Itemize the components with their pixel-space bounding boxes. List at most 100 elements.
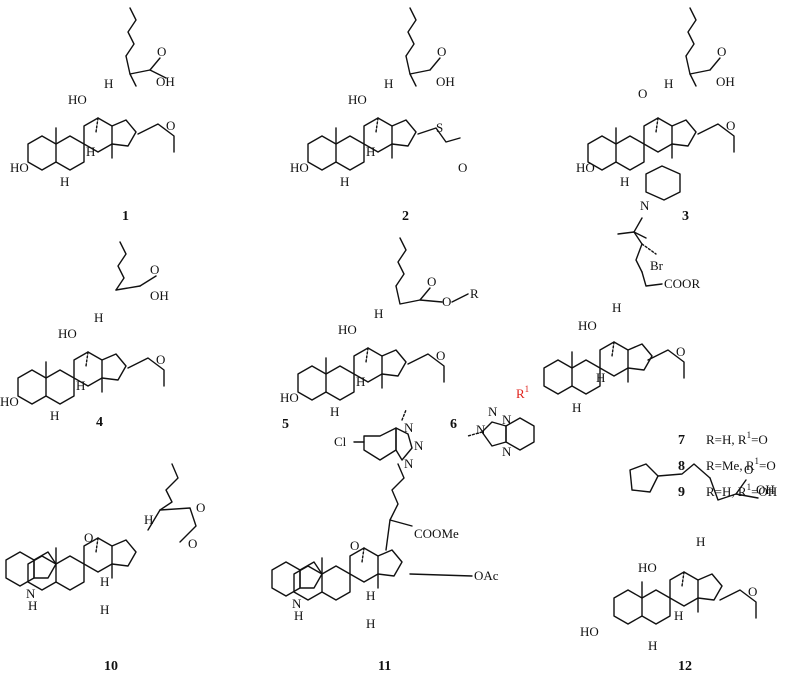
compound-11-number: 11 [378, 659, 391, 674]
compound-12-oh-label: OH [756, 482, 775, 497]
compound-1-side-chain [125, 7, 137, 57]
compound-6-number: 6 [450, 417, 457, 432]
compound-10-h5-label: H [100, 602, 109, 617]
compound-3-oac-o-label: O [726, 118, 735, 133]
compound-7-9-h5-label: H [572, 400, 581, 415]
compound-1-ho3-label: HO [10, 160, 29, 175]
compound-4-h5-label: H [50, 408, 59, 423]
compound-10: N H O H H H O O 10 [5, 463, 205, 674]
compound-5-oac-o-label: O [436, 348, 445, 363]
compound-11-h5-label: H [366, 616, 375, 631]
compound-3-oh-label: OH [716, 74, 735, 89]
compound-5-number: 5 [282, 417, 289, 432]
compound-7-9-h17-label: H [612, 300, 621, 315]
compound-12-o-label: O [744, 462, 753, 477]
compound-4-ho-label: HO [58, 326, 77, 341]
compound-2-s-label: S [436, 120, 443, 135]
compound-1-h5-label: H [60, 174, 69, 189]
compound-12-ho-label: HO [638, 560, 657, 575]
compound-5-h5-label: H [330, 404, 339, 419]
aza-n2-label: N [488, 404, 498, 419]
compound-2: OH O HO HO H H H S O 2 [290, 7, 467, 224]
compound-12-h5-label: H [648, 638, 657, 653]
compound-3-epoxide-o-label: O [638, 86, 647, 101]
compound-5-h17-label: H [374, 306, 383, 321]
compound-11-nh-h-label: H [294, 608, 303, 623]
triazole-n1-label: N [404, 420, 414, 435]
compound-1-h8-label: H [86, 144, 95, 159]
compound-2-number: 2 [402, 209, 409, 224]
compound-12-oac-o-label: O [748, 584, 757, 599]
aza-n4-label: N [502, 444, 512, 459]
compound-2-o-label: O [437, 44, 446, 59]
compound-5-o-label: O [427, 274, 436, 289]
compound-12: OH O HO HO H H H O 12 [580, 462, 775, 674]
triazole-n3-label: N [404, 456, 414, 471]
legend-9-number: 9 [678, 485, 685, 500]
compound-4-oac-o-label: O [156, 352, 165, 367]
compound-4: OH O HO HO H H H O 4 [0, 241, 169, 430]
compound-10-n-label: N [26, 586, 36, 601]
compound-5-ho3-label: HO [280, 390, 299, 405]
compound-3-h5-label: H [620, 174, 629, 189]
compound-7-9-n-label: N [640, 198, 650, 213]
compound-10-lactone-co-label: O [196, 500, 205, 515]
compound-3-o-label: O [717, 44, 726, 59]
compound-7-9-oac-o-label: O [676, 344, 685, 359]
compound-10-ketone-o-label: O [84, 530, 93, 545]
compound-3-number: 3 [682, 209, 689, 224]
compound-1-number: 1 [122, 209, 129, 224]
chloro-label: Cl [334, 434, 347, 449]
legend-7-number: 7 [678, 433, 685, 448]
compound-10-number: 10 [104, 659, 118, 674]
compound-4-o-label: O [150, 262, 159, 277]
compound-12-number: 12 [678, 659, 692, 674]
legend-7-9: 7 R=H, R1=O 8 R=Me, R1=O 9 R=H, R1=OH [678, 430, 777, 500]
compound-3: OH O O HO H H O 3 [576, 7, 735, 224]
compound-2-ho-label: HO [348, 92, 367, 107]
compound-7-9-br-label: Br [650, 258, 664, 273]
compound-4-h8-label: H [76, 378, 85, 393]
compound-2-oh-label: OH [436, 74, 455, 89]
compound-5-h8-label: H [356, 374, 365, 389]
triazole-n2-label: N [414, 438, 424, 453]
compound-11-n-label: N [292, 596, 302, 611]
aza-n1-label: N [476, 422, 486, 437]
compound-4-number: 4 [96, 415, 103, 430]
compound-1-skeleton [27, 117, 137, 171]
chlorobenzotriazole-group: Cl N N N [334, 409, 424, 471]
compound-11-oac-label: OAc [474, 568, 499, 583]
compound-12-ho3-label: HO [580, 624, 599, 639]
compound-3-ho3-label: HO [576, 160, 595, 175]
compound-5-ester-o-label: O [442, 294, 451, 309]
compound-7-9: N Br COOR HO H H H R1 O [516, 165, 700, 415]
compound-1-o-label: O [157, 44, 166, 59]
compound-1-h17-label: H [104, 76, 113, 91]
compound-2-h17-label: H [384, 76, 393, 91]
compound-7-9-coor-label: COOR [664, 276, 700, 291]
compound-5-ho-label: HO [338, 322, 357, 337]
compound-12-h8-label: H [674, 608, 683, 623]
compound-1-ho-label: HO [68, 92, 87, 107]
compound-10-h8-label: H [100, 574, 109, 589]
compound-4-oh-label: OH [150, 288, 169, 303]
compound-7-9-ho-label: HO [578, 318, 597, 333]
compound-2-h5-label: H [340, 174, 349, 189]
compound-4-h17-label: H [94, 310, 103, 325]
compound-2-so-label: O [458, 160, 467, 175]
compound-7-9-h8-label: H [596, 370, 605, 385]
compound-11: N H O H H COOMe OAc 11 [271, 463, 499, 674]
legend-8-text: R=Me, R1=O [706, 456, 776, 473]
compound-7-9-r1-label: R1 [516, 384, 529, 401]
compound-10-h17-label: H [144, 512, 153, 527]
compound-11-ketone-o-label: O [350, 538, 359, 553]
compound-3-h17-label: H [664, 76, 673, 91]
legend-7-text: R=H, R1=O [706, 430, 768, 447]
compound-11-h8-label: H [366, 588, 375, 603]
compound-2-h8-label: H [366, 144, 375, 159]
compound-11-coome-label: COOMe [414, 526, 459, 541]
compound-2-ho3-label: HO [290, 160, 309, 175]
aza-n3-label: N [502, 412, 512, 427]
